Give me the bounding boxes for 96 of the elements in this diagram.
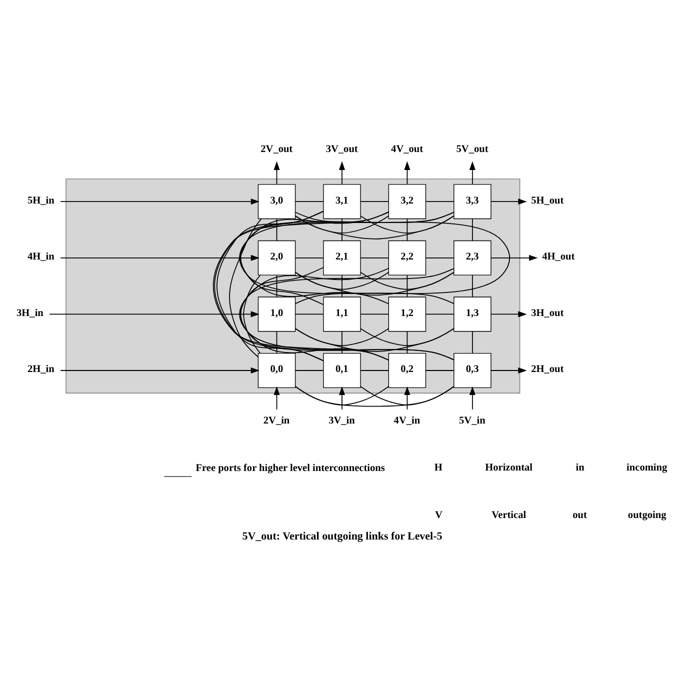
connector: [240, 266, 324, 361]
node-box: 0,0: [258, 352, 296, 388]
label: outgoing: [628, 509, 666, 520]
connector: [276, 330, 278, 354]
connector: [360, 328, 454, 346]
connector: [360, 271, 454, 290]
node-box: 2,0: [258, 240, 296, 275]
label: in: [576, 462, 584, 474]
node-box: 1,2: [388, 296, 426, 332]
node-box: 3,3: [454, 184, 492, 219]
node-text: 4H_in: [28, 251, 54, 262]
node-text: 2H_out: [531, 364, 564, 375]
label: Vertical: [492, 509, 526, 520]
arrow: [404, 386, 410, 410]
node-text: 5H_out: [531, 194, 564, 206]
connector: [239, 211, 454, 304]
node-box: 2,3: [454, 240, 492, 275]
arrow: [274, 386, 280, 410]
connector: [472, 218, 473, 241]
node-text: 2V_out: [260, 143, 293, 154]
arrow: [338, 160, 346, 184]
connector: [360, 200, 390, 202]
connector: [276, 218, 278, 241]
caption: 5V_out: Vertical outgoing links for Level-5: [242, 530, 442, 542]
arrow: [49, 310, 260, 317]
connector: [360, 256, 390, 258]
node-text: 3H_out: [531, 307, 564, 318]
connector: [425, 313, 454, 314]
arrow: [60, 254, 260, 260]
connector: [472, 274, 473, 297]
node-text: 2V_in: [263, 415, 290, 426]
node-text: 3V_out: [326, 143, 358, 154]
connector: [243, 274, 261, 354]
connector: [239, 267, 390, 360]
label: H: [434, 462, 442, 474]
connector: [240, 210, 324, 305]
node-box: 1,3: [454, 296, 492, 332]
node-text: 5V_in: [459, 415, 486, 426]
arrow: [60, 198, 260, 204]
node-box: 1,0: [258, 296, 296, 332]
node-box: 0,1: [323, 352, 361, 388]
label: V: [435, 509, 442, 520]
arrow: [274, 160, 280, 184]
arrow: [490, 310, 527, 317]
label: Horizontal: [485, 462, 533, 474]
label: incoming: [626, 462, 668, 474]
label: out: [572, 509, 587, 520]
connector: [216, 210, 324, 361]
connector: [294, 215, 454, 239]
connector: [472, 330, 473, 354]
connector: [294, 256, 324, 258]
connector: [294, 211, 510, 304]
connector: [406, 330, 408, 354]
node-text: 3V_in: [328, 415, 355, 426]
node-box: 3,2: [388, 184, 426, 219]
connector: [212, 211, 454, 360]
connector: [425, 256, 454, 258]
arrow: [490, 198, 527, 204]
connector: [239, 268, 454, 360]
node-text: 5H_in: [28, 194, 54, 206]
connector: [276, 274, 278, 297]
node-box: 0,3: [454, 352, 492, 388]
arrow: [469, 386, 476, 410]
node-text: 4H_out: [542, 251, 575, 262]
arrow: [404, 160, 410, 184]
arrow: [469, 160, 476, 184]
connector: [406, 218, 408, 241]
node-text: 4V_out: [391, 143, 424, 154]
connector: [406, 274, 408, 297]
connector: [294, 328, 454, 352]
arrow: [338, 386, 346, 410]
connector: [360, 386, 454, 405]
legend-label: Free ports for higher level interconnections: [196, 462, 385, 474]
connector: [295, 386, 454, 406]
connector: [360, 313, 390, 314]
node-text: 4V_in: [394, 415, 420, 426]
arrow: [490, 366, 527, 374]
connector: [229, 218, 262, 357]
node-text: 2H_in: [28, 364, 54, 375]
connector: [360, 215, 454, 233]
node-box: 1,1: [323, 296, 361, 332]
node-box: 3,1: [323, 184, 361, 219]
node-box: 0,2: [388, 352, 426, 388]
arrow: [60, 366, 260, 374]
connector: [294, 271, 454, 296]
connector: [294, 313, 324, 314]
connector: [425, 200, 454, 202]
connector: [214, 211, 389, 360]
connector: [294, 200, 324, 202]
node-text: 5V_out: [456, 143, 488, 154]
node-box: 3,0: [258, 184, 296, 219]
node-text: 3H_in: [16, 307, 44, 318]
node-box: 2,2: [388, 240, 426, 275]
connector: [239, 210, 390, 304]
node-box: 2,1: [323, 240, 361, 275]
arrow: [490, 254, 538, 260]
